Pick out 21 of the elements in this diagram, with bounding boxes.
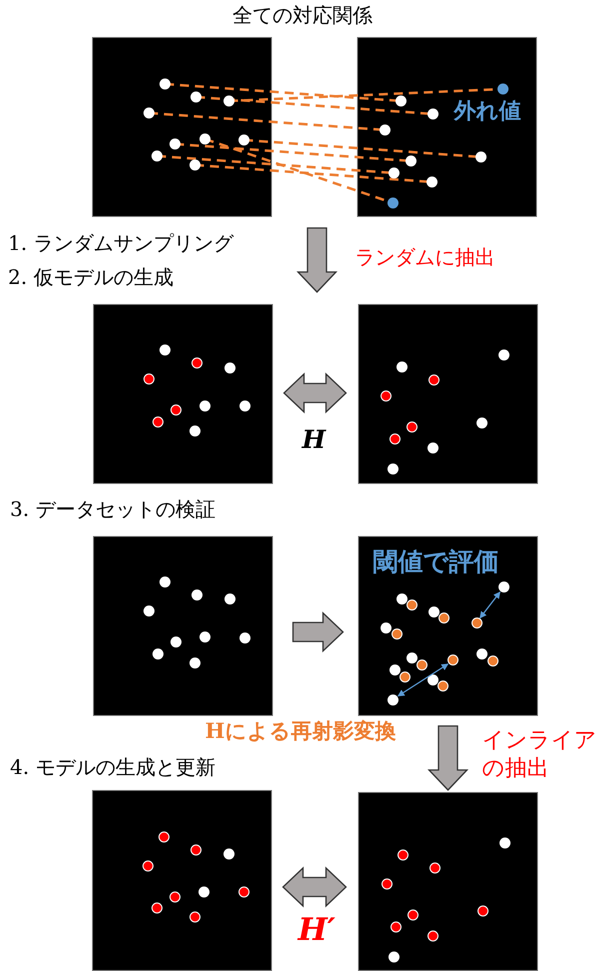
- step-label: 3. データセットの検証: [10, 496, 216, 523]
- title: 全ての対応関係: [232, 2, 374, 29]
- block-arrow: [292, 611, 344, 653]
- image-panel: [92, 790, 272, 971]
- image-panel: [93, 304, 273, 484]
- step-label: 1. ランダムサンプリング: [8, 230, 234, 257]
- block-arrow: [427, 725, 469, 791]
- block-arrow: [282, 866, 347, 908]
- image-panel: [358, 304, 538, 484]
- image-panel: [358, 792, 538, 971]
- step-label: 4. モデルの生成と更新: [10, 754, 216, 781]
- image-panel: [92, 37, 272, 217]
- image-panel: [358, 536, 538, 716]
- panel-caption: 外れ値: [454, 98, 521, 126]
- annotation-text: Hによる再射影変換: [205, 717, 396, 745]
- block-arrow: [296, 227, 338, 293]
- image-panel: [357, 37, 537, 217]
- panel-caption: 閾値で評価: [373, 546, 499, 578]
- step-label: 2. 仮モデルの生成: [8, 264, 174, 291]
- block-arrow: [283, 372, 347, 414]
- image-panel: [93, 536, 273, 716]
